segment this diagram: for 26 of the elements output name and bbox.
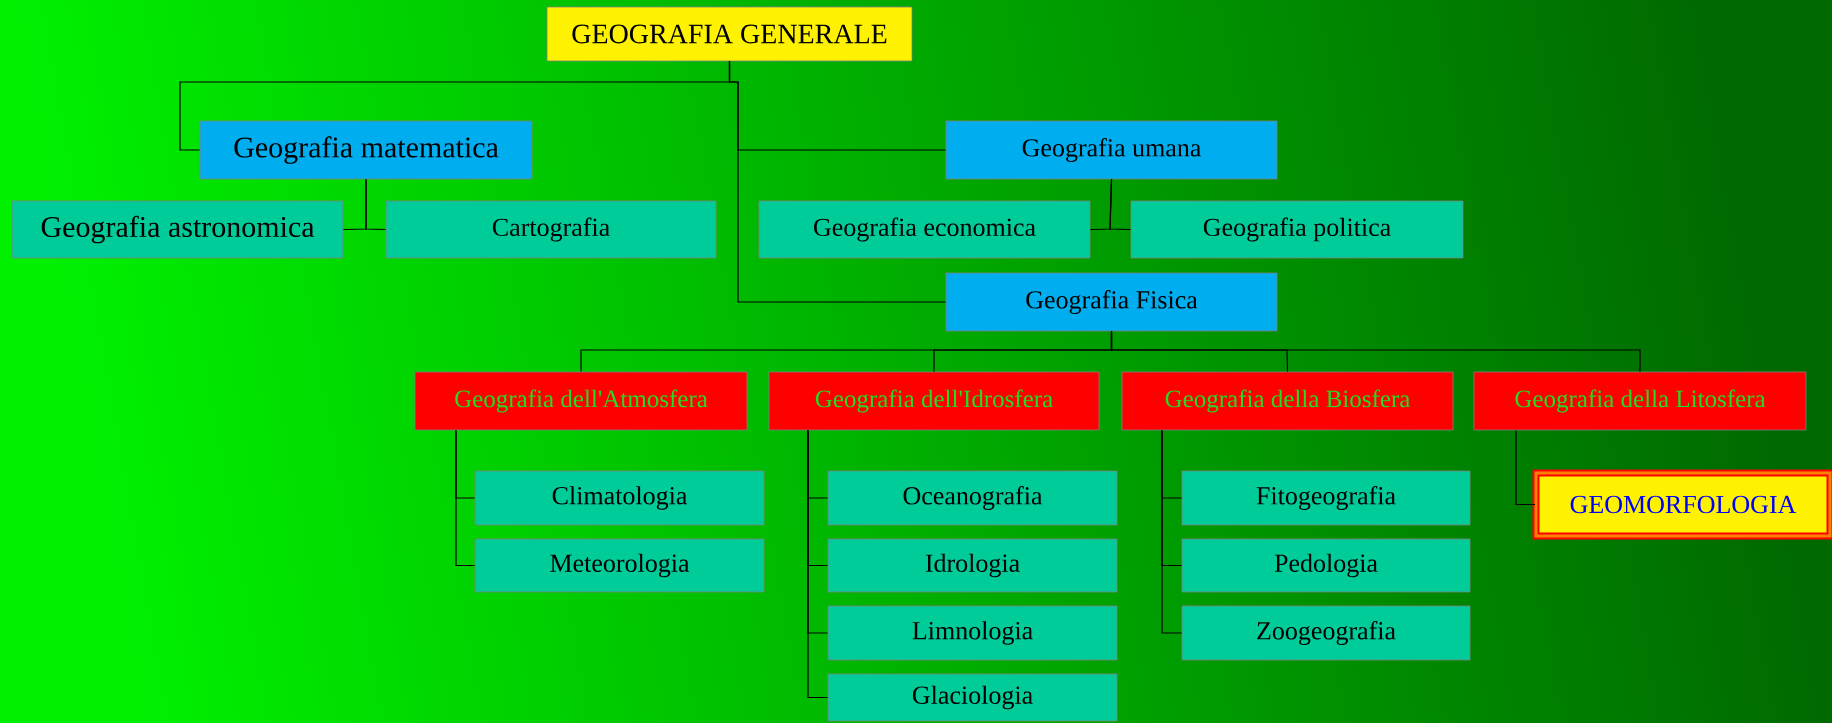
connector xyxy=(1110,330,1641,373)
topic-box: Geografia astronomica xyxy=(11,200,344,259)
connector xyxy=(807,429,829,699)
topic-box: Limnologia xyxy=(827,605,1118,661)
title-box: GEOGRAFIA GENERALE xyxy=(546,6,913,62)
connector xyxy=(455,429,476,567)
topic-box: Idrologia xyxy=(827,538,1118,593)
branch-box: Geografia matematica xyxy=(199,120,533,180)
topic-box: Climatologia xyxy=(474,470,765,526)
branch-box: Geografia Fisica xyxy=(945,272,1278,332)
topic-box: Geografia politica xyxy=(1130,200,1464,259)
connector xyxy=(1109,178,1132,231)
topic-box: Pedologia xyxy=(1181,538,1471,593)
topic-box: Oceanografia xyxy=(827,470,1118,526)
topic-box: Geografia economica xyxy=(758,200,1091,259)
connector xyxy=(1161,429,1183,634)
topic-box: Fitogeografia xyxy=(1181,470,1471,526)
connector xyxy=(365,178,387,231)
topic-box: Zoogeografia xyxy=(1181,605,1471,661)
topic-box: Cartografia xyxy=(385,200,717,259)
branch-box: Geografia umana xyxy=(945,120,1278,180)
highlighted-box: GEOMORFOLOGIA xyxy=(1532,469,1832,540)
topic-box: Meteorologia xyxy=(474,538,765,593)
connector xyxy=(728,60,947,303)
connector xyxy=(1515,429,1536,506)
topic-box: Glaciologia xyxy=(827,673,1118,722)
